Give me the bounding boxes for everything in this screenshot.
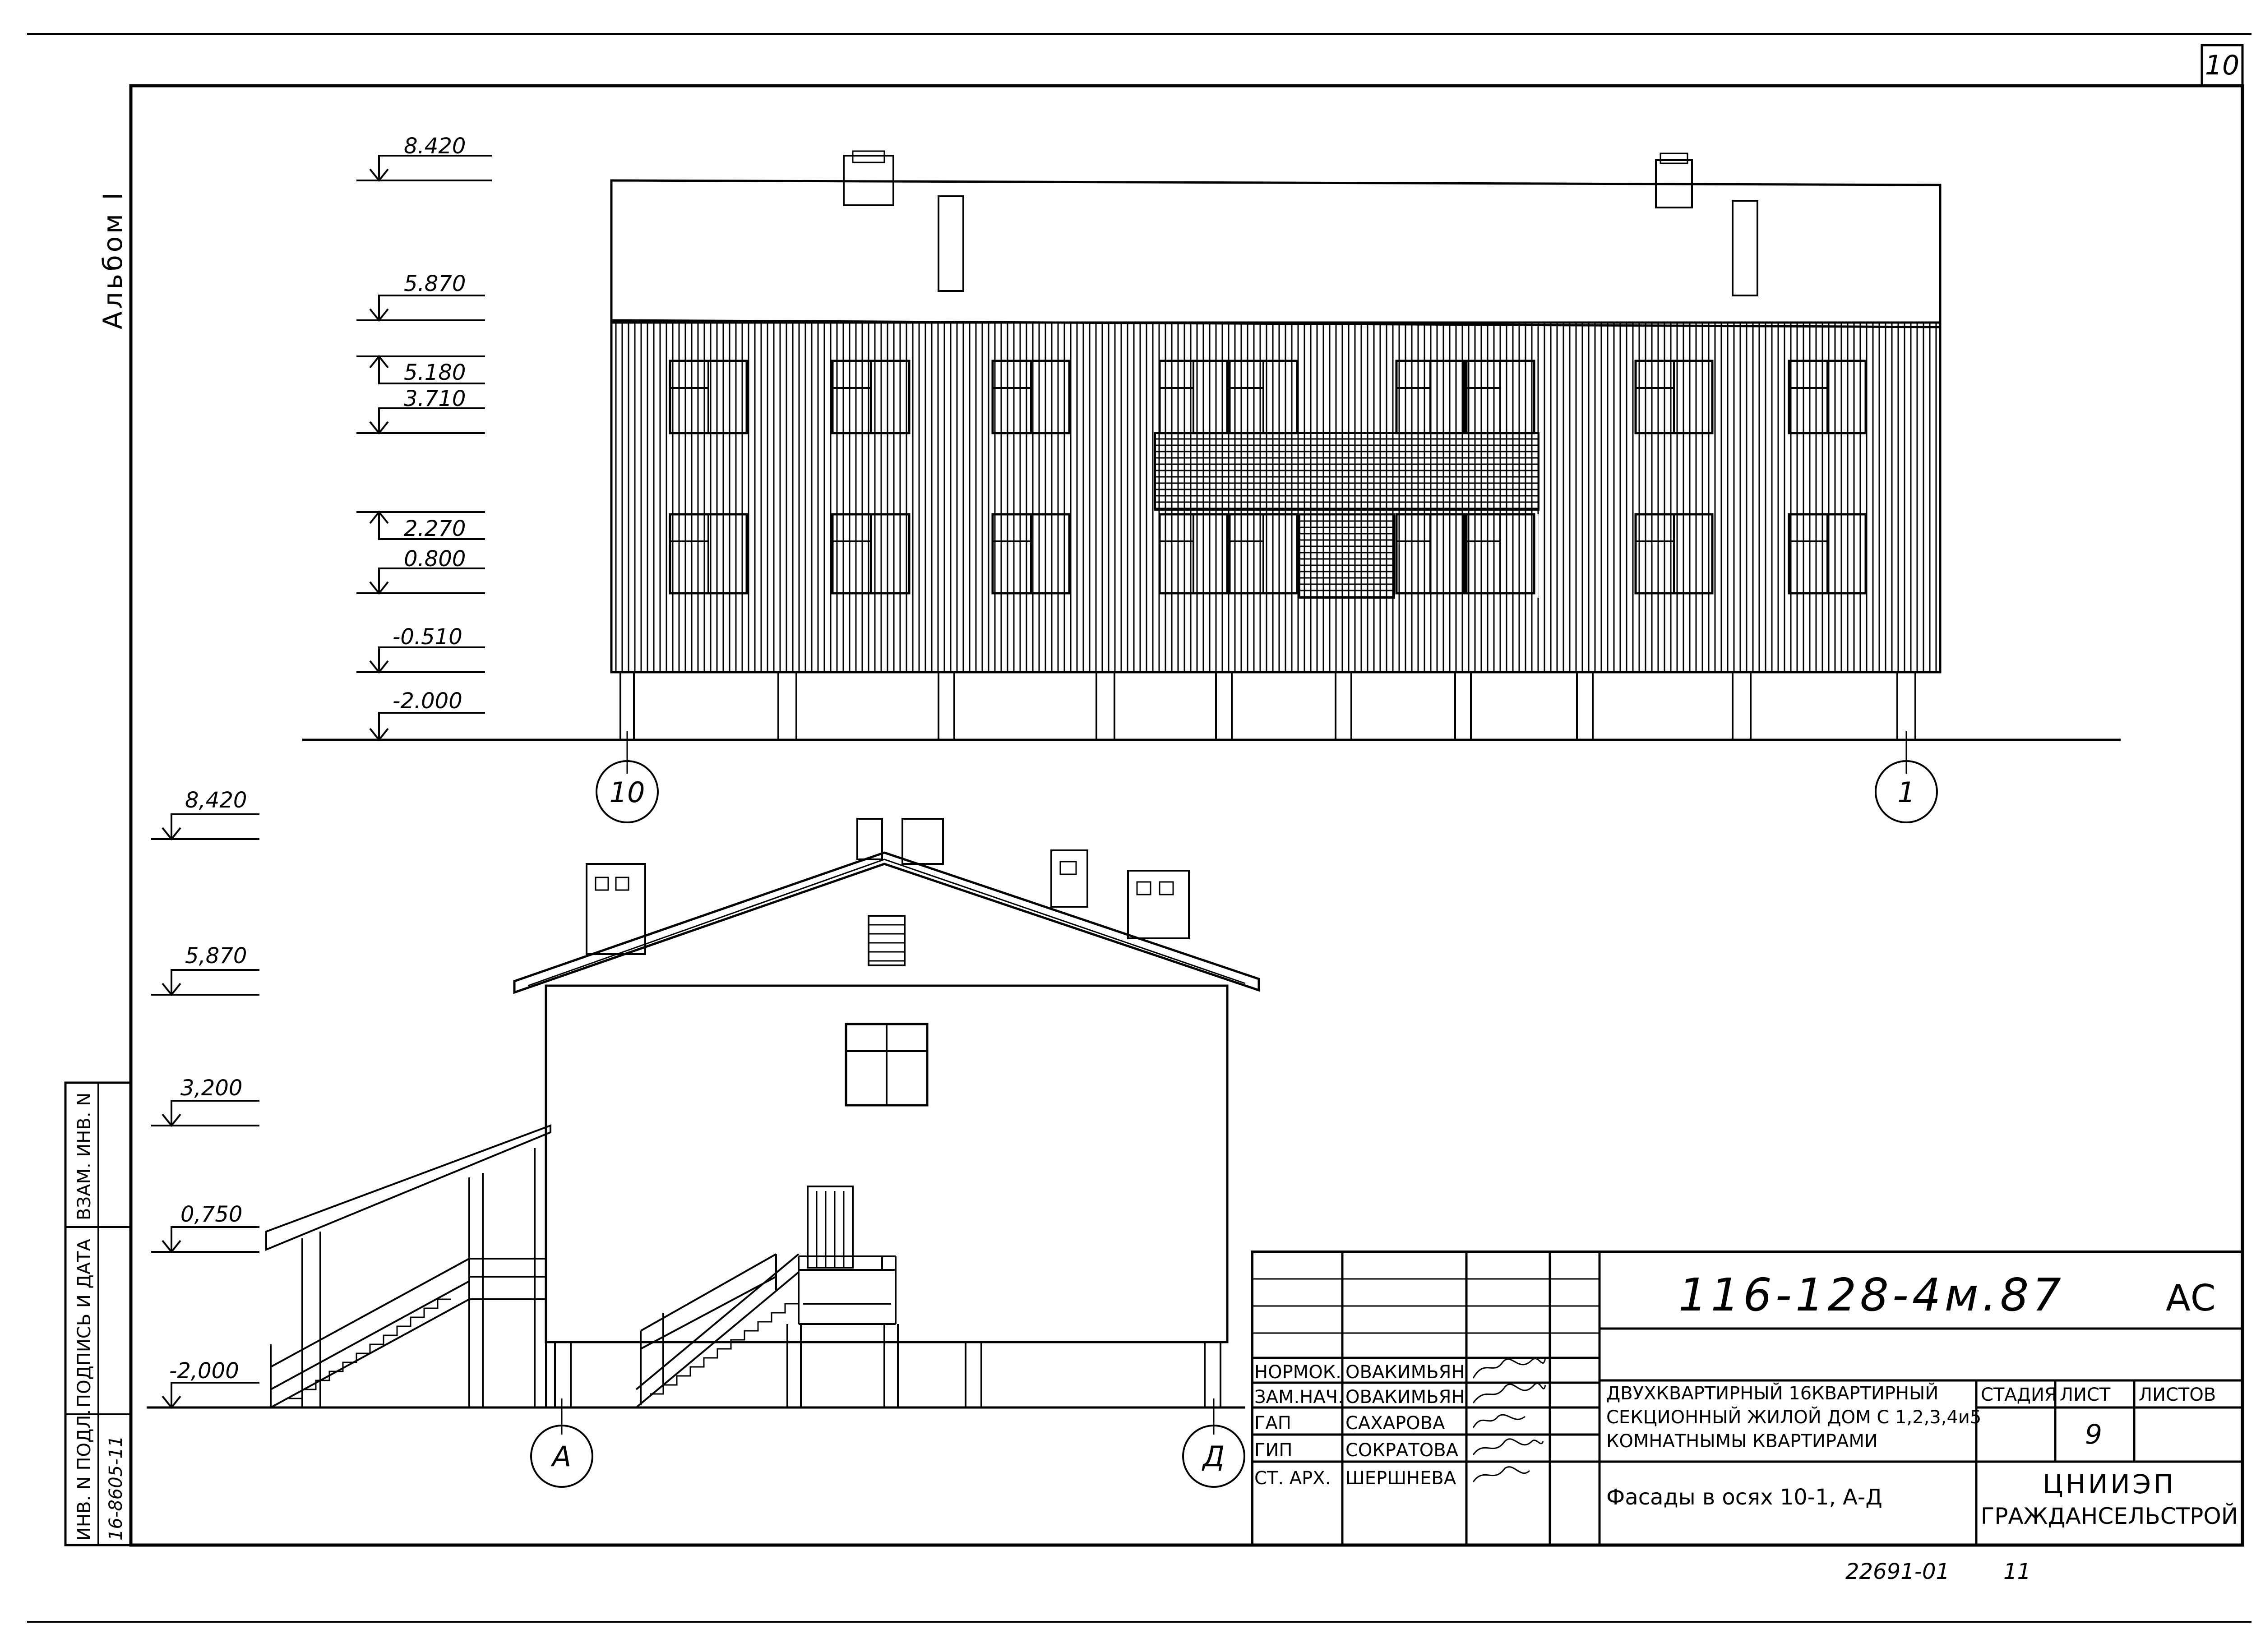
front-elevation: 10 1 8.420 5.870 5.180 3.710 2.270 0.800 [302,134,2121,823]
level-mark: -2.000 [393,688,462,714]
level-mark: 8.420 [404,134,466,159]
side-elevation: А Д 8,420 5,870 3,200 0,750 -2,000 [147,788,1260,1488]
right-stair [635,1253,800,1408]
side-chimney [901,818,944,865]
side-piles [554,1324,1221,1407]
lower-windows [669,513,1867,595]
role-name: ОВАКИМЬЯН [1345,1362,1465,1383]
left-stair [270,1258,546,1408]
roof-vent [938,195,964,292]
role-name: САХАРОВА [1345,1413,1445,1434]
drawing-frame [129,84,2244,1547]
axis-marker-a [530,1425,593,1488]
side-chimney [1050,849,1088,908]
roof-vent [1732,200,1758,296]
porch [798,1255,897,1325]
sign-date-label: ПОДПИСЬ И ДАТА [74,1238,95,1407]
left-margin-stamp: ВЗАМ. ИНВ. N ПОДПИСЬ И ДАТА ИНВ. N ПОДЛ.… [64,1081,132,1546]
inv-podl-value: 16-8605-11 [106,1436,126,1541]
level-mark: 5.180 [404,360,466,385]
role-label: ГИП [1254,1440,1292,1461]
entrance-door [807,1186,854,1269]
axis-label-a: А [550,1440,571,1473]
axis-label-10: 10 [610,776,645,809]
level-mark: 5.870 [404,271,466,296]
sheet-value: 9 [2085,1419,2102,1450]
front-level-marks: 8.420 5.870 5.180 3.710 2.270 0.800 -0.5… [356,134,492,742]
front-chimney [843,155,894,206]
project-code: 116-128-4м.87 [1678,1269,2065,1321]
canopy [265,1124,551,1251]
level-mark: -0.510 [393,624,462,650]
level-mark: 5,870 [185,943,247,969]
org-line-2: ГРАЖДАНСЕЛЬСТРОЙ [1981,1503,2238,1529]
sheets-label: ЛИСТОВ [2139,1384,2216,1405]
sheet-number-box [2201,44,2244,87]
front-roof [610,179,1942,328]
side-chimney [856,818,883,860]
description-line: ДВУХКВАРТИРНЫЙ 16КВАРТИРНЫЙ [1606,1382,1938,1404]
vzam-inv-label: ВЗАМ. ИНВ. N [74,1093,95,1220]
side-chimney [1127,870,1190,939]
role-label: ЗАМ.НАЧ. [1254,1387,1344,1407]
description-line: КОМНАТНЫМЫ КВАРТИРАМИ [1606,1431,1878,1452]
signatures [1472,1357,1546,1482]
org-line-1: ЦНИИЭП [2043,1469,2176,1500]
sheet-title: Фасады в осях 10-1, А-Д [1606,1485,1882,1510]
title-block: 116-128-4м.87 АС ДВУХКВАРТИРНЫЙ 16КВАРТИ… [1251,1251,2244,1546]
stage-label: СТАДИЯ [1981,1384,2057,1405]
side-roof [513,851,1260,994]
level-mark: 2.270 [404,516,466,541]
level-mark: -2,000 [169,1358,239,1384]
role-name: СОКРАТОВА [1345,1440,1459,1461]
level-mark: 3.710 [404,386,466,411]
central-panel [1154,432,1539,511]
level-mark: 3,200 [180,1075,242,1101]
role-name: ОВАКИМЬЯН [1345,1387,1465,1407]
description-line: СЕКЦИОННЫЙ ЖИЛОЙ ДОМ С 1,2,3,4и5 [1606,1406,1981,1428]
upper-windows [669,360,1867,434]
central-panel [1534,514,1539,598]
level-mark: 0.800 [404,546,466,572]
side-chimney [586,863,646,955]
attic-vent [868,915,906,966]
axis-marker-10 [596,760,659,823]
role-name: ШЕРШНЕВА [1345,1468,1456,1489]
bottom-note-sheet: 11 [2003,1559,2031,1584]
level-mark: 0,750 [180,1202,242,1227]
sheet-label: ЛИСТ [2060,1384,2111,1405]
axis-marker-1 [1875,760,1938,823]
role-label: СТ. АРХ. [1254,1468,1331,1489]
front-chimney [1655,159,1693,208]
axis-label-1: 1 [1897,776,1915,809]
level-mark: 8,420 [185,788,247,813]
axis-label-d: Д [1202,1440,1225,1473]
bottom-note-code: 22691-01 [1845,1559,1950,1584]
axis-marker-d [1182,1425,1245,1488]
front-piles [619,672,1916,740]
role-label: ГАП [1254,1413,1291,1434]
inv-podl-label: ИНВ. N ПОДЛ. [74,1409,95,1541]
album-label: Альбом I [97,190,128,329]
role-label: НОРМОК. [1254,1362,1341,1383]
project-mark: АС [2166,1277,2216,1319]
sheet-number: 10 [2205,50,2239,81]
side-level-marks: 8,420 5,870 3,200 0,750 -2,000 [151,788,259,1409]
central-panel [1299,513,1395,599]
